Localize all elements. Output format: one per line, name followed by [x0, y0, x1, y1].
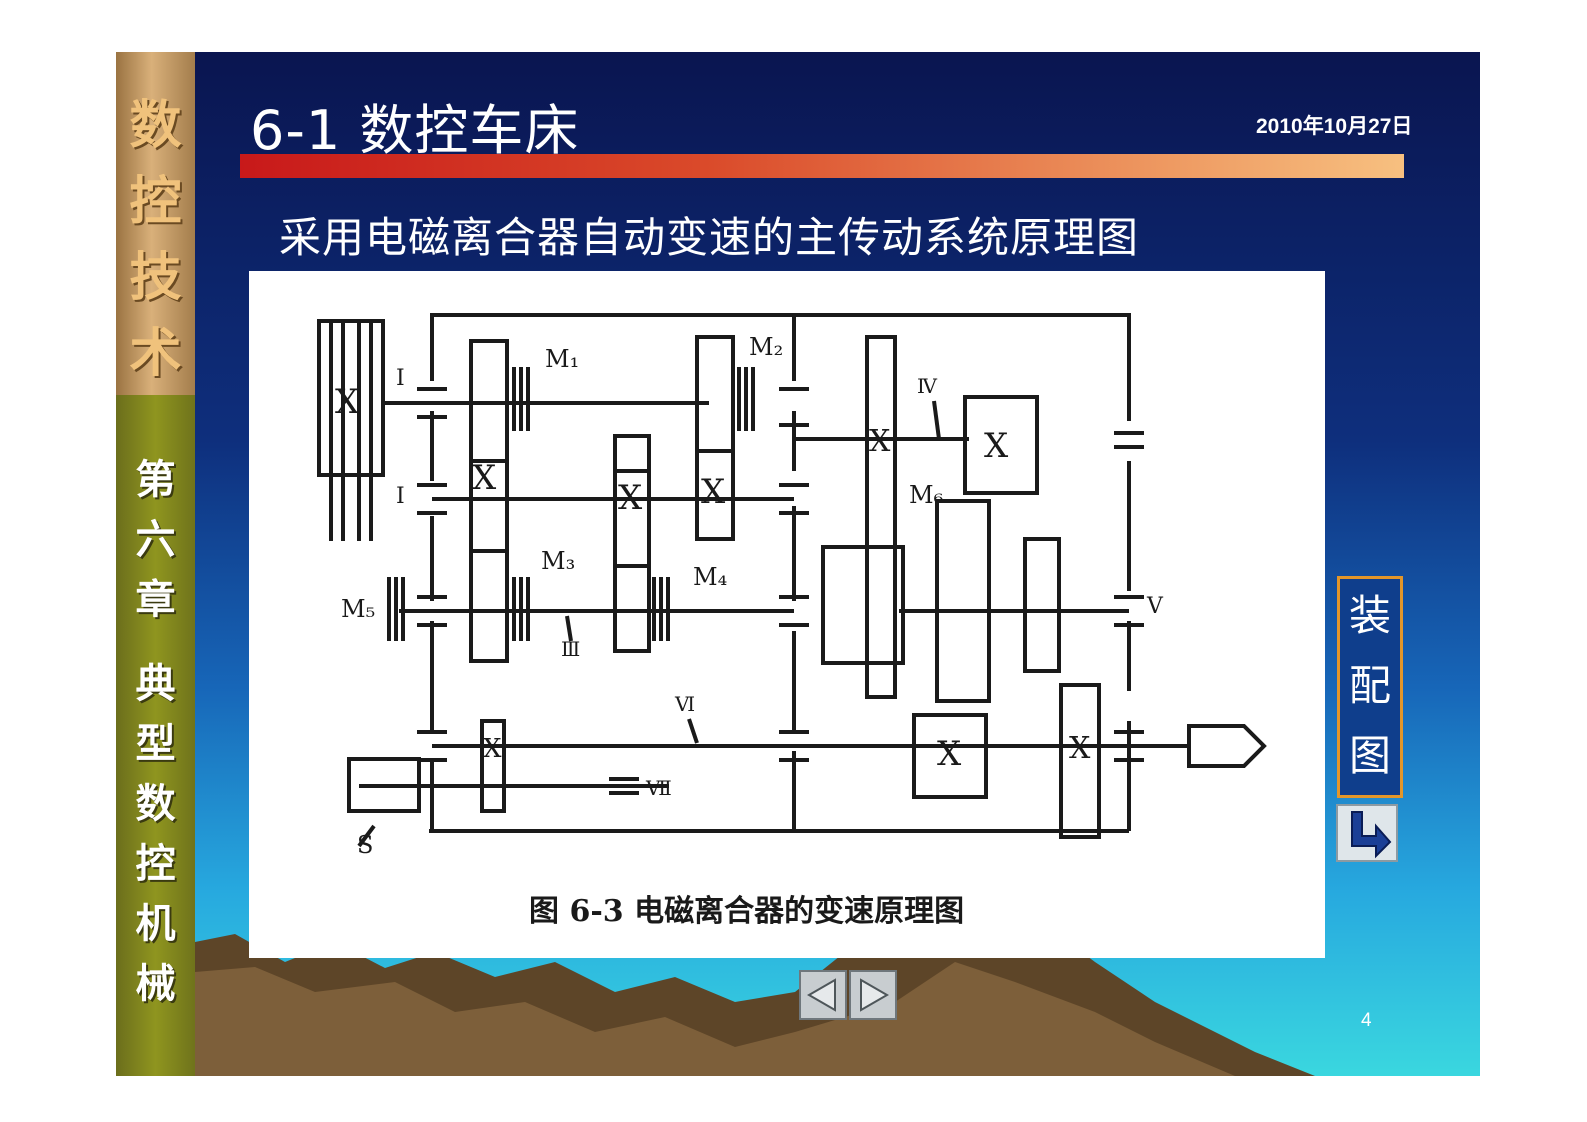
- assembly-button-char: 配: [1348, 661, 1391, 710]
- chapter-title-char: 章: [135, 576, 176, 623]
- course-title-char: 术: [129, 323, 182, 384]
- gear-mark: X: [1069, 731, 1091, 766]
- chapter-title-char: 数: [135, 780, 176, 827]
- gear-mark: X: [937, 734, 962, 774]
- triangle-left-icon: [806, 978, 836, 1012]
- course-title-char: 技: [129, 247, 182, 308]
- return-arrow-icon: [1351, 811, 1392, 859]
- label-m2: M₂: [749, 333, 783, 361]
- next-slide-button[interactable]: [849, 970, 897, 1020]
- label-shaft-3: Ⅲ: [561, 637, 580, 661]
- sidebar-course-panel: 数控技术: [116, 52, 195, 395]
- chapter-title-char: 第: [135, 456, 176, 503]
- label-m3: M₃: [541, 547, 575, 575]
- gear-mark: X: [335, 382, 360, 422]
- label-m5: M₅: [341, 595, 375, 623]
- motor-pulley: [317, 319, 385, 477]
- return-button[interactable]: [1336, 804, 1398, 862]
- chapter-title-char: 控: [135, 840, 176, 887]
- assembly-button-char: 图: [1348, 731, 1391, 780]
- chapter-title-char: 机: [135, 900, 176, 947]
- chapter-title-char: 典: [135, 660, 176, 707]
- label-m6: M₆: [909, 481, 943, 509]
- prev-slide-button[interactable]: [799, 970, 847, 1020]
- sidebar-chapter-panel: 第六章典型数控机械: [116, 395, 195, 1076]
- label-shaft-1: I: [396, 366, 405, 391]
- label-shaft-4: Ⅳ: [917, 374, 938, 398]
- chapter-title-char: 械: [135, 960, 176, 1007]
- label-m1: M₁: [545, 345, 579, 373]
- label-shaft-6: Ⅵ: [674, 692, 695, 716]
- slide-date: 2010年10月27日: [1256, 115, 1413, 138]
- gear-mark: X: [618, 478, 643, 518]
- course-title-char: 控: [129, 171, 182, 232]
- label-shaft-7: Ⅶ: [645, 776, 672, 800]
- course-title-char: 数: [129, 95, 182, 156]
- assembly-button-char: 装: [1348, 591, 1391, 640]
- chapter-title: 第六章典型数控机械: [116, 450, 195, 1014]
- gear-mark: X: [483, 734, 502, 764]
- diagram-caption: 图 6-3 电磁离合器的变速原理图: [529, 894, 964, 929]
- assembly-drawing-button[interactable]: 装配图: [1337, 576, 1403, 798]
- slide-subtitle: 采用电磁离合器自动变速的主传动系统原理图: [279, 213, 1140, 262]
- slide-title: 6-1 数控车床: [250, 99, 580, 162]
- transmission-diagram: X X X X X X X X X I I Ⅲ Ⅳ V Ⅵ Ⅶ M₁ M₂ M₃…: [317, 313, 1267, 929]
- diagram-panel: X X X X X X X X X I I Ⅲ Ⅳ V Ⅵ Ⅶ M₁ M₂ M₃…: [249, 271, 1325, 958]
- gear-mark: X: [984, 426, 1009, 466]
- label-m4: M₄: [693, 563, 727, 591]
- title-underline-bar: [240, 154, 1404, 178]
- gear-mark: X: [472, 458, 497, 498]
- chapter-title-char: 型: [135, 720, 176, 767]
- gear-mark: X: [701, 472, 726, 512]
- gear-mark: X: [869, 424, 891, 459]
- label-shaft-2: I: [396, 484, 405, 509]
- chapter-title-char: 六: [135, 516, 176, 563]
- course-title: 数控技术: [116, 88, 195, 392]
- triangle-right-icon: [860, 978, 890, 1012]
- label-shaft-5: V: [1146, 594, 1164, 619]
- page-number: 4: [1361, 1010, 1372, 1031]
- slide: 数控技术 第六章典型数控机械 6-1 数控车床 2010年10月27日 采用电磁…: [116, 52, 1480, 1076]
- label-s: S: [357, 831, 373, 859]
